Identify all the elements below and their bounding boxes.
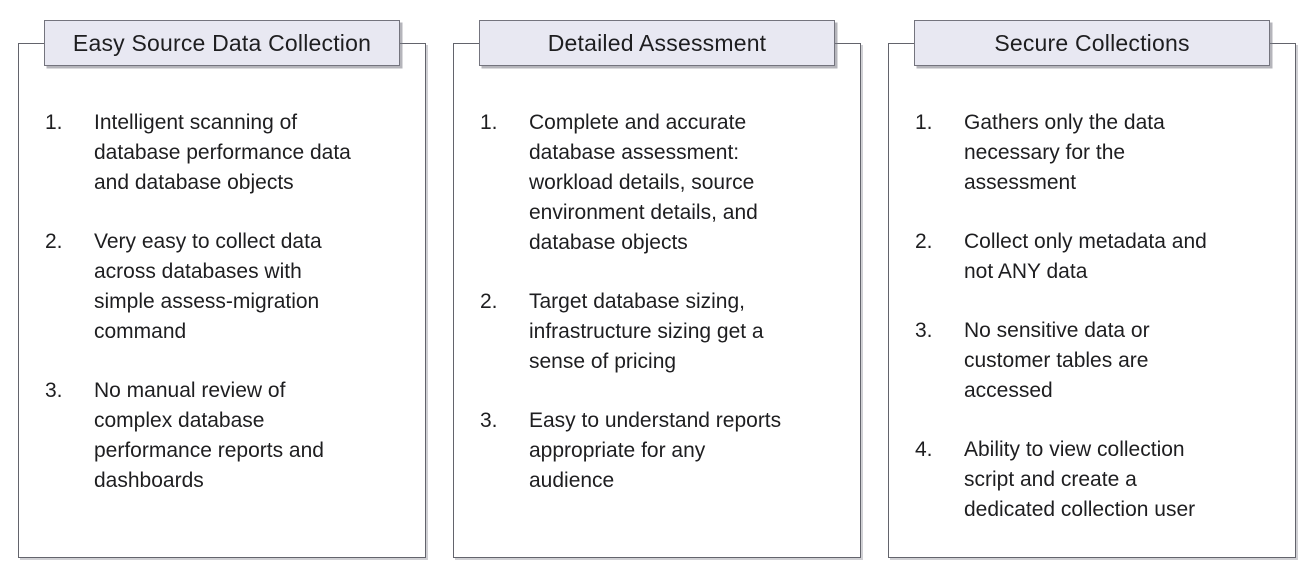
list-item-text: Ability to view collection script and cr… xyxy=(964,438,1196,521)
list-item-number: 2. xyxy=(480,290,498,313)
list-item-text: No sensitive data or customer tables are… xyxy=(964,319,1150,402)
list-item: 2. Target database sizing, infrastructur… xyxy=(480,287,840,377)
list-item-text: Gathers only the data necessary for the … xyxy=(964,111,1165,194)
list-item-text: Collect only metadata and not ANY data xyxy=(964,230,1207,283)
list-item-number: 3. xyxy=(915,319,933,342)
list-item-text: Easy to understand reports appropriate f… xyxy=(529,409,782,492)
list-item-text: Very easy to collect data across databas… xyxy=(94,230,322,343)
list-item: 1. Intelligent scanning of database perf… xyxy=(45,108,405,198)
panel-easy-source-data-collection: Easy Source Data Collection 1. Intellige… xyxy=(18,20,426,558)
list-item-number: 3. xyxy=(45,379,63,402)
panel-detailed-assessment: Detailed Assessment 1. Complete and accu… xyxy=(453,20,861,558)
list-item-number: 1. xyxy=(480,111,498,134)
numbered-list: 1. Complete and accurate database assess… xyxy=(454,44,860,496)
list-item: 3. No sensitive data or customer tables … xyxy=(915,316,1275,406)
list-item: 3. Easy to understand reports appropriat… xyxy=(480,406,840,496)
list-item: 3. No manual review of complex database … xyxy=(45,376,405,496)
list-item: 1. Gathers only the data necessary for t… xyxy=(915,108,1275,198)
panel-title-box: Secure Collections xyxy=(914,20,1270,66)
list-item: 1. Complete and accurate database assess… xyxy=(480,108,840,258)
list-item-number: 2. xyxy=(45,230,63,253)
list-item: 2. Very easy to collect data across data… xyxy=(45,227,405,347)
panel-title: Secure Collections xyxy=(994,29,1190,56)
numbered-list: 1. Gathers only the data necessary for t… xyxy=(889,44,1295,525)
list-item-number: 3. xyxy=(480,409,498,432)
panel-title-box: Detailed Assessment xyxy=(479,20,835,66)
panel-title: Detailed Assessment xyxy=(547,29,767,56)
list-item: 4. Ability to view collection script and… xyxy=(915,435,1275,525)
list-item-text: Complete and accurate database assessmen… xyxy=(529,111,758,254)
three-column-feature-cards: Easy Source Data Collection 1. Intellige… xyxy=(18,20,1296,558)
list-item-number: 4. xyxy=(915,438,933,461)
list-item-number: 2. xyxy=(915,230,933,253)
list-item-number: 1. xyxy=(915,111,933,134)
list-item-text: Intelligent scanning of database perform… xyxy=(94,111,351,194)
list-item-text: No manual review of complex database per… xyxy=(94,379,324,492)
list-item-number: 1. xyxy=(45,111,63,134)
numbered-list: 1. Intelligent scanning of database perf… xyxy=(19,44,425,496)
panel-secure-collections: Secure Collections 1. Gathers only the d… xyxy=(888,20,1296,558)
list-item: 2. Collect only metadata and not ANY dat… xyxy=(915,227,1275,287)
panel-title-box: Easy Source Data Collection xyxy=(44,20,400,66)
list-item-text: Target database sizing, infrastructure s… xyxy=(529,290,764,373)
panel-title: Easy Source Data Collection xyxy=(72,29,372,56)
